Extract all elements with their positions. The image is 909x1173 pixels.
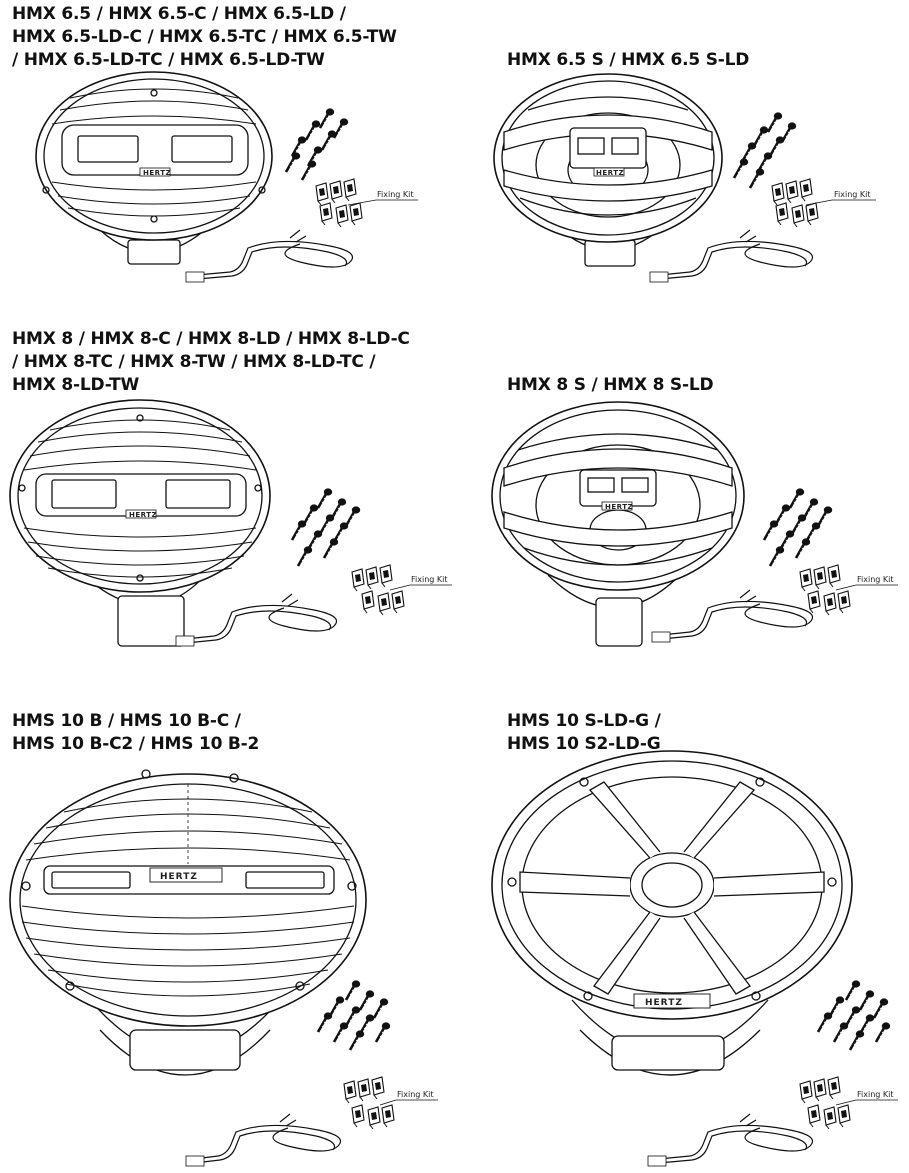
hertz-logo: HERTZ	[160, 872, 198, 882]
product-title-hmx65: HMX 6.5 / HMX 6.5-C / HMX 6.5-LD / HMX 6…	[12, 3, 397, 72]
hertz-logo: HERTZ	[596, 169, 624, 177]
product-title-hms10s: HMS 10 S-LD-G / HMS 10 S2-LD-G	[507, 710, 661, 756]
hertz-logo: HERTZ	[605, 503, 633, 511]
title-line: HMS 10 S2-LD-G	[507, 734, 661, 754]
speaker-hmx8s-drawing	[491, 401, 745, 647]
fixing-kit-callout-hmx8: Fixing Kit	[389, 575, 452, 591]
fixing-kit-label: Fixing Kit	[834, 190, 871, 199]
screws-hmx65s	[732, 111, 798, 190]
clips-hmx65	[315, 178, 363, 228]
title-line: HMS 10 S-LD-G /	[507, 711, 661, 731]
fixing-kit-callout-hmx65s: Fixing Kit	[805, 190, 876, 206]
cable-hmx65s	[649, 229, 814, 283]
title-line: HMX 6.5 / HMX 6.5-C / HMX 6.5-LD /	[12, 4, 346, 24]
hertz-logo: HERTZ	[129, 511, 157, 519]
title-line: HMS 10 B-C2 / HMS 10 B-2	[12, 734, 260, 754]
title-line: HMX 6.5-LD-C / HMX 6.5-TC / HMX 6.5-TW	[12, 27, 397, 47]
clips-hmx65s	[771, 178, 819, 228]
hertz-logo: HERTZ	[645, 998, 683, 1008]
screws-hmx8	[290, 487, 362, 568]
title-line: HMX 8 S / HMX 8 S-LD	[507, 375, 714, 395]
fixing-kit-callout-hmx65: Fixing Kit	[347, 190, 418, 206]
clips-hmx8s	[799, 564, 851, 616]
hertz-logo: HERTZ	[143, 169, 171, 177]
title-line: HMX 6.5 S / HMX 6.5 S-LD	[507, 50, 750, 70]
title-line: / HMX 8-TC / HMX 8-TW / HMX 8-LD-TC /	[12, 352, 376, 372]
fixing-kit-label: Fixing Kit	[377, 190, 414, 199]
speaker-hmx65s-drawing	[493, 73, 723, 267]
product-title-hmx8s: HMX 8 S / HMX 8 S-LD	[507, 374, 714, 397]
fixing-kit-label: Fixing Kit	[397, 1090, 434, 1099]
product-title-hmx65s: HMX 6.5 S / HMX 6.5 S-LD	[507, 49, 749, 72]
fixing-kit-callout-hms10s: Fixing Kit	[835, 1090, 898, 1106]
fixing-kit-callout-hms10b: Fixing Kit	[379, 1090, 438, 1106]
fixing-kit-callout-hmx8s: Fixing Kit	[835, 575, 898, 591]
cable-hmx8	[175, 593, 338, 647]
cable-hms10s	[647, 1113, 814, 1167]
fixing-kit-label: Fixing Kit	[857, 1090, 894, 1099]
fixing-kit-label: Fixing Kit	[411, 575, 448, 584]
title-line: HMX 8 / HMX 8-C / HMX 8-LD / HMX 8-LD-C	[12, 329, 410, 349]
title-line: HMS 10 B / HMS 10 B-C /	[12, 711, 241, 731]
cable-hmx8s	[651, 589, 814, 643]
fixing-kit-label: Fixing Kit	[857, 575, 894, 584]
screws-hms10s	[816, 979, 892, 1052]
title-line: / HMX 6.5-LD-TC / HMX 6.5-LD-TW	[12, 50, 325, 70]
product-title-hms10b: HMS 10 B / HMS 10 B-C / HMS 10 B-C2 / HM…	[12, 710, 259, 756]
speaker-hmx8-drawing	[9, 399, 271, 647]
screws-hmx8s	[762, 487, 834, 568]
cable-hmx65	[185, 229, 354, 283]
product-title-hmx8: HMX 8 / HMX 8-C / HMX 8-LD / HMX 8-LD-C …	[12, 328, 410, 397]
screws-hmx65	[284, 107, 350, 182]
speaker-hmx65-drawing	[35, 71, 273, 265]
cable-hms10b	[185, 1113, 342, 1167]
title-line: HMX 8-LD-TW	[12, 375, 140, 395]
speaker-hms10s-drawing	[491, 750, 853, 1076]
clips-hmx8	[351, 564, 405, 616]
speaker-hms10b-drawing	[9, 769, 367, 1076]
screws-hms10b	[316, 979, 392, 1052]
